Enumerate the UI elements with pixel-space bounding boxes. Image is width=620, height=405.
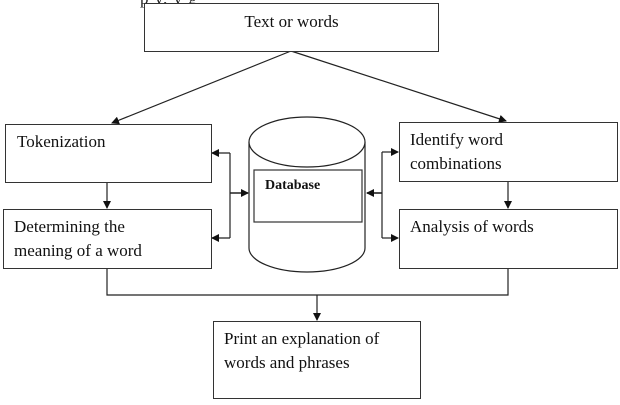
- database-cylinder: [248, 116, 366, 273]
- node-meaning-label: Determining the meaning of a word: [14, 217, 142, 260]
- merge-line: [106, 268, 509, 296]
- edge-input-to-tokenization: [111, 50, 292, 125]
- node-output-label: Print an explanation of words and phrase…: [224, 329, 380, 372]
- node-tokenization-label: Tokenization: [17, 132, 106, 151]
- node-analysis-label: Analysis of words: [410, 217, 534, 236]
- node-output: Print an explanation of words and phrase…: [213, 321, 421, 399]
- node-meaning: Determining the meaning of a word: [3, 209, 212, 269]
- node-database-label: Database: [265, 178, 321, 193]
- edge-input-to-combinations: [290, 50, 507, 123]
- node-combinations-label: Identify word combinations: [410, 130, 504, 173]
- node-input: Text or words: [144, 3, 439, 52]
- node-analysis: Analysis of words: [399, 209, 618, 269]
- node-combinations: Identify word combinations: [399, 122, 618, 182]
- node-tokenization: Tokenization: [5, 124, 212, 183]
- node-input-label: Text or words: [244, 12, 339, 31]
